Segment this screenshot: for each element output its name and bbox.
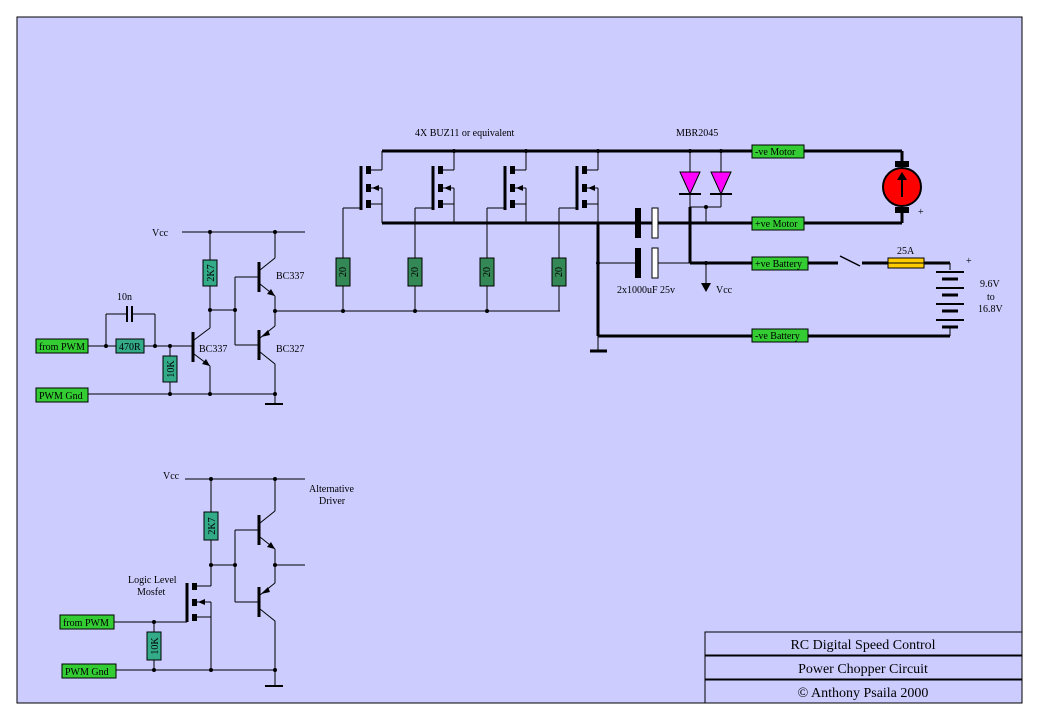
vcc-cap-label: Vcc [716,285,733,296]
mosfet-bank: 4X BUZ11 or equivalent [335,128,752,311]
svg-text:+ve Motor: +ve Motor [755,219,798,230]
svg-text:20: 20 [482,267,493,277]
title-line-1: RC Digital Speed Control [790,638,935,653]
diode-1 [679,171,701,196]
diode-2 [710,171,732,196]
bc327-label: BC327 [276,344,304,355]
mosfet-1 [342,151,383,258]
mosfet-2 [414,151,455,258]
alt-driver-label-1: Alternative [309,484,355,495]
buz-label: 4X BUZ11 or equivalent [415,128,515,139]
svg-text:20: 20 [410,267,421,277]
vcc-label: Vcc [152,228,169,239]
battery-voltage-2: to [987,292,995,303]
alt-driver-label-2: Driver [319,496,346,507]
switch [839,255,861,267]
motor-plus: + [918,207,924,218]
svg-text:470R: 470R [119,342,141,353]
logic-mosfet-label-2: Mosfet [137,587,166,598]
svg-text:2K7: 2K7 [207,517,218,534]
battery-voltage-3: 16.8V [978,304,1004,315]
fuse-label: 25A [897,246,915,257]
power-section: 2x1000uF 25v Vcc MBR2045 -ve Motor +ve M… [590,128,1004,353]
title-box-1 [704,631,1023,656]
svg-text:10K: 10K [150,637,161,655]
svg-text:PWM Gnd: PWM Gnd [65,667,109,678]
mosfet-3 [486,151,527,258]
transistor-bc327 [257,311,276,404]
title-box-2 [704,655,1023,680]
title-line-2: Power Chopper Circuit [798,662,928,677]
sheet-frame [16,16,1023,704]
terminal-pwm-gnd [35,387,89,403]
svg-text:20: 20 [554,267,565,277]
transistor-bc337-top [257,232,276,311]
svg-text:from PWM: from PWM [63,618,109,629]
mosfet-4 [558,151,599,258]
title-line-3: © Anthony Psaila 2000 [798,686,929,701]
svg-text:-ve Battery: -ve Battery [755,331,800,342]
battery [936,271,964,329]
terminal-pwm-gnd-alt [61,663,117,679]
battery-plus: + [966,256,972,267]
bc337-input-label: BC337 [199,344,227,355]
transistor-bc337-input [191,310,211,394]
svg-text:+ve Battery: +ve Battery [755,259,802,270]
svg-text:-ve Motor: -ve Motor [755,147,796,158]
vcc-alt-label: Vcc [163,471,180,482]
title-block: RC Digital Speed Control Power Chopper C… [704,631,1023,704]
title-box-3 [704,679,1023,704]
logic-mosfet-label-1: Logic Level [128,575,177,586]
main-driver: Vcc 2K7 BC337 [35,228,560,405]
bc337-top-label: BC337 [276,271,304,282]
cap-10n-label: 10n [117,292,132,303]
svg-text:10K: 10K [166,360,177,378]
svg-text:2K7: 2K7 [206,264,217,281]
svg-text:PWM Gnd: PWM Gnd [39,391,83,402]
svg-text:from PWM: from PWM [39,342,85,353]
mbr-label: MBR2045 [676,128,718,139]
alternative-driver: Alternative Driver Vcc 2K7 Logic L [59,471,355,687]
svg-text:20: 20 [338,267,349,277]
cap-label: 2x1000uF 25v [617,285,675,296]
battery-voltage-1: 9.6V [980,279,1001,290]
